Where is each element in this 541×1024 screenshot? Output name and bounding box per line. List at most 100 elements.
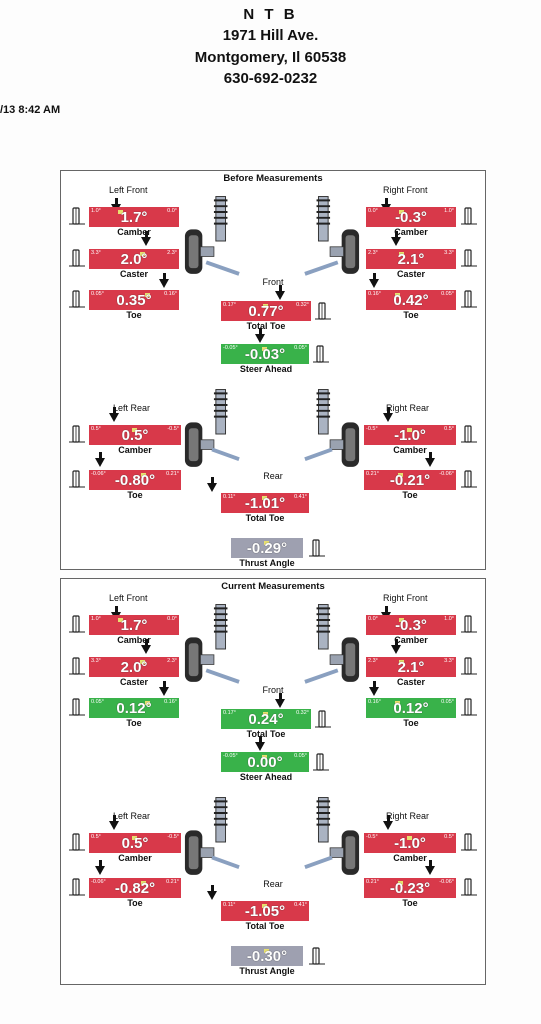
left-front-camber-gauge-max: 0.0° bbox=[167, 208, 177, 214]
right-front-toe-gauge-spec-marker bbox=[394, 701, 400, 705]
left-front-caster-gauge: 3.3°2.3°2.0° bbox=[89, 249, 179, 269]
right-front-toe-arrow bbox=[369, 273, 379, 288]
total-toe-rear-label: Total Toe bbox=[245, 921, 285, 931]
toe-gauge-icon bbox=[69, 290, 85, 308]
right-rear-camber-gauge-min: -0.5° bbox=[366, 426, 378, 432]
camber-gauge-icon bbox=[461, 615, 477, 633]
right-rear-camber-gauge-max: 0.5° bbox=[444, 426, 454, 432]
right-front-suspension-drawing bbox=[304, 196, 360, 276]
camber-gauge-icon bbox=[461, 207, 477, 225]
left-front-label: Left Front bbox=[109, 185, 148, 195]
right-rear-toe-arrow bbox=[425, 452, 435, 467]
total-toe-front-gauge: 0.17°0.32°0.77° bbox=[221, 301, 311, 321]
left-rear-camber-arrow bbox=[109, 815, 119, 830]
total-toe-rear-gauge-max: 0.41° bbox=[294, 902, 307, 908]
right-front-toe-gauge-min: 0.16° bbox=[368, 291, 381, 297]
left-front-toe-gauge-bar bbox=[89, 290, 179, 310]
left-front-suspension-drawing bbox=[184, 604, 240, 684]
right-rear-camber-gauge-bar bbox=[364, 425, 456, 445]
right-rear-camber-gauge-max: 0.5° bbox=[444, 834, 454, 840]
right-front-toe-gauge-spec-marker bbox=[394, 293, 400, 297]
total-toe-front-gauge-value: 0.24° bbox=[248, 711, 284, 728]
panel-title: Before Measurements bbox=[223, 173, 323, 184]
right-front-caster-gauge-bar bbox=[366, 657, 456, 677]
right-rear-toe-arrow bbox=[425, 860, 435, 875]
left-rear-toe-gauge-max: 0.21° bbox=[166, 471, 179, 477]
right-rear-toe-gauge-min: 0.21° bbox=[366, 471, 379, 477]
left-rear-camber-label: Camber bbox=[118, 853, 152, 863]
right-front-caster-gauge-max: 3.3° bbox=[444, 658, 454, 664]
total-toe-rear-gauge-spec-marker bbox=[262, 496, 267, 500]
left-rear-toe-gauge-spec-marker bbox=[141, 473, 147, 477]
steer-ahead-gauge-spec-marker bbox=[262, 755, 267, 759]
left-front-caster-arrow bbox=[141, 639, 151, 654]
left-front-toe-gauge: 0.05°0.16°0.35° bbox=[89, 290, 179, 310]
left-front-camber-gauge-value: 1.7° bbox=[120, 209, 148, 226]
right-rear-toe-gauge-bar bbox=[364, 470, 456, 490]
total-toe-front-gauge-min: 0.17° bbox=[223, 302, 236, 308]
thrust-angle-gauge-value: -0.29° bbox=[246, 540, 288, 557]
left-rear-toe-gauge-min: -0.06° bbox=[91, 879, 106, 885]
thrust-angle-gauge-value: -0.30° bbox=[246, 948, 288, 965]
thrust-angle-label: Thrust Angle bbox=[239, 558, 295, 568]
total-toe-front-gauge-value: 0.77° bbox=[248, 303, 284, 320]
toe-gauge-icon bbox=[461, 698, 477, 716]
left-rear-camber-gauge-max: -0.5° bbox=[167, 426, 179, 432]
left-front-camber-gauge-max: 0.0° bbox=[167, 616, 177, 622]
right-front-camber-gauge-spec-marker bbox=[399, 210, 404, 214]
total-toe-front-gauge-min: 0.17° bbox=[223, 710, 236, 716]
left-rear-camber-gauge-max: -0.5° bbox=[167, 834, 179, 840]
thrust-angle-gauge: -0.30° bbox=[231, 946, 303, 966]
thrust-angle-icon bbox=[309, 947, 325, 965]
thrust-angle-gauge: -0.29° bbox=[231, 538, 303, 558]
steer-ahead-gauge-max: 0.05° bbox=[294, 753, 307, 759]
right-front-camber-gauge: 0.0°1.0°-0.3° bbox=[366, 615, 456, 635]
left-rear-label: Left Rear bbox=[113, 403, 151, 413]
left-rear-toe-gauge-spec-marker bbox=[141, 881, 147, 885]
total-toe-rear-gauge-value: -1.05° bbox=[244, 903, 286, 920]
right-front-label: Right Front bbox=[383, 185, 428, 195]
right-front-caster-gauge-value: 2.1° bbox=[397, 251, 425, 268]
caster-gauge-icon bbox=[461, 249, 477, 267]
toe-gauge-icon bbox=[69, 878, 85, 896]
left-front-caster-gauge-spec-marker bbox=[140, 252, 145, 256]
left-front-caster-arrow bbox=[141, 231, 151, 246]
steer-ahead-gauge-bar bbox=[221, 752, 309, 772]
left-rear-camber-arrow bbox=[109, 407, 119, 422]
shop-address: 1971 Hill Ave. bbox=[222, 27, 319, 44]
right-front-toe-gauge: 0.16°0.05°0.12° bbox=[366, 698, 456, 718]
right-rear-camber-gauge-value: -1.0° bbox=[394, 427, 426, 444]
total-toe-rear-gauge-min: 0.11° bbox=[223, 494, 236, 500]
right-rear-suspension-drawing bbox=[304, 797, 360, 875]
panel-title: Current Measurements bbox=[221, 581, 325, 592]
right-rear-camber-label: Camber bbox=[393, 445, 427, 455]
right-rear-toe-gauge: 0.21°-0.06°-0.21° bbox=[364, 470, 456, 490]
total-toe-front-gauge-bar bbox=[221, 301, 311, 321]
left-rear-camber-gauge: 0.5°-0.5°0.5° bbox=[89, 425, 181, 445]
steer-ahead-arrow bbox=[255, 328, 265, 343]
right-front-toe-gauge-max: 0.05° bbox=[441, 699, 454, 705]
left-front-caster-gauge: 3.3°2.3°2.0° bbox=[89, 657, 179, 677]
left-front-label: Left Front bbox=[109, 593, 148, 603]
total-toe-front-gauge-bar bbox=[221, 709, 311, 729]
right-rear-camber-gauge-spec-marker bbox=[407, 836, 412, 840]
front-axle-label: Front bbox=[262, 685, 284, 695]
left-front-toe-gauge-value: 0.12° bbox=[116, 700, 152, 717]
right-rear-camber-arrow bbox=[383, 407, 393, 422]
front-axle-label: Front bbox=[262, 277, 284, 287]
left-front-toe-gauge-spec-marker bbox=[144, 293, 150, 297]
right-rear-toe-gauge-spec-marker bbox=[397, 473, 403, 477]
left-front-camber-gauge-value: 1.7° bbox=[120, 617, 148, 634]
shop-name: N T B bbox=[243, 6, 298, 23]
right-front-camber-label: Camber bbox=[394, 635, 428, 645]
right-rear-toe-gauge-bar bbox=[364, 878, 456, 898]
total-toe-rear-gauge-bar bbox=[221, 901, 309, 921]
right-front-toe-gauge: 0.16°0.05°0.42° bbox=[366, 290, 456, 310]
right-rear-toe-gauge: 0.21°-0.06°-0.23° bbox=[364, 878, 456, 898]
right-rear-camber-gauge-bar bbox=[364, 833, 456, 853]
right-front-caster-arrow bbox=[391, 639, 401, 654]
total-toe-rear-gauge: 0.11°0.41°-1.01° bbox=[221, 493, 309, 513]
left-front-toe-gauge: 0.05°0.16°0.12° bbox=[89, 698, 179, 718]
left-rear-camber-gauge: 0.5°-0.5°0.5° bbox=[89, 833, 181, 853]
left-front-toe-arrow bbox=[159, 681, 169, 696]
